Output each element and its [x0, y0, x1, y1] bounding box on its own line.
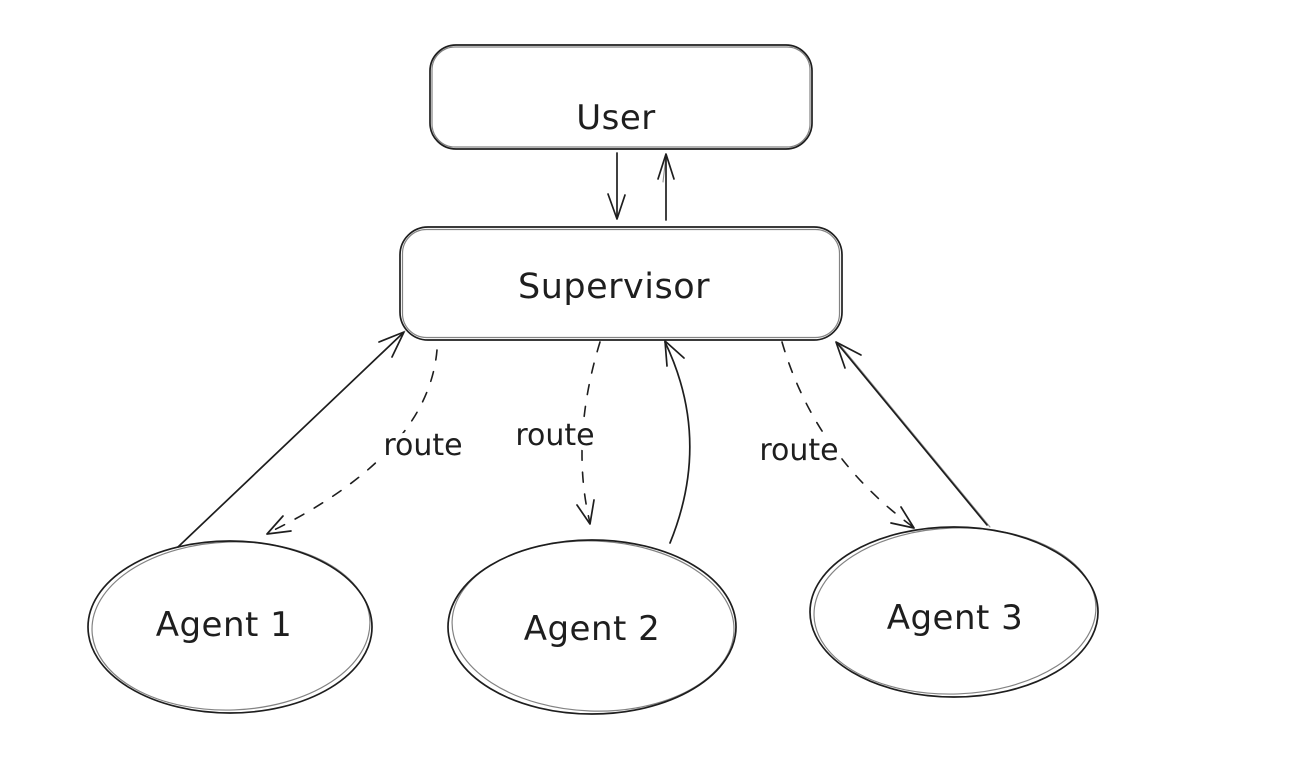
supervisor-label: Supervisor	[518, 267, 710, 307]
edge-agent1-to-supervisor	[177, 330, 406, 548]
agent3-ellipse-sketch-echo	[813, 527, 1097, 695]
arrowhead-icon	[664, 340, 685, 367]
agent2-ellipse-sketch-echo	[451, 540, 735, 712]
edge-supervisor-to-agent2	[576, 341, 601, 525]
arrowhead-icon	[835, 341, 862, 369]
edge-dashed-line	[267, 349, 438, 534]
edge-supervisor-to-user	[657, 153, 675, 221]
edge-sketch-echo	[839, 344, 991, 528]
arrowhead-up-icon	[657, 153, 675, 180]
user-label: User	[576, 98, 656, 138]
route-label-agent3: route	[759, 433, 838, 468]
edge-agent2-to-supervisor	[664, 340, 691, 544]
route-label-agent2: route	[515, 418, 594, 453]
agent3-label: Agent 3	[887, 598, 1024, 638]
arrowhead-icon	[890, 506, 915, 529]
node-agent1	[87, 540, 373, 714]
edge-agent3-to-supervisor	[835, 341, 991, 528]
agent2-label: Agent 2	[524, 609, 661, 649]
arrowhead-down-icon	[607, 193, 626, 220]
edge-user-to-supervisor	[607, 152, 626, 220]
arrowhead-icon	[266, 515, 292, 535]
node-agent3	[809, 526, 1099, 698]
agent1-ellipse-sketch-echo	[91, 541, 371, 711]
node-user	[429, 44, 813, 150]
node-supervisor	[399, 226, 843, 341]
edge-line	[836, 342, 988, 526]
edge-dashed-line	[781, 341, 914, 528]
user-box-shape	[429, 44, 813, 150]
edge-supervisor-to-agent3	[781, 341, 915, 529]
supervisor-box-sketch-echo	[401, 228, 841, 339]
edge-sketch-echo	[180, 330, 406, 545]
agent1-ellipse-shape	[87, 540, 373, 714]
edge-line	[664, 341, 691, 544]
supervisor-box-shape	[399, 226, 843, 341]
node-agent2	[447, 539, 737, 715]
arrowhead-icon	[378, 331, 405, 358]
agent3-ellipse-shape	[809, 526, 1099, 698]
agent2-ellipse-shape	[447, 539, 737, 715]
edge-dashed-line	[581, 341, 601, 524]
edge-supervisor-to-agent1	[266, 349, 438, 535]
user-box-sketch-echo	[431, 46, 811, 148]
agent1-label: Agent 1	[156, 605, 293, 645]
arrowhead-icon	[576, 499, 595, 525]
route-label-agent1: route	[383, 428, 462, 463]
edge-sketch-echo	[662, 155, 667, 183]
